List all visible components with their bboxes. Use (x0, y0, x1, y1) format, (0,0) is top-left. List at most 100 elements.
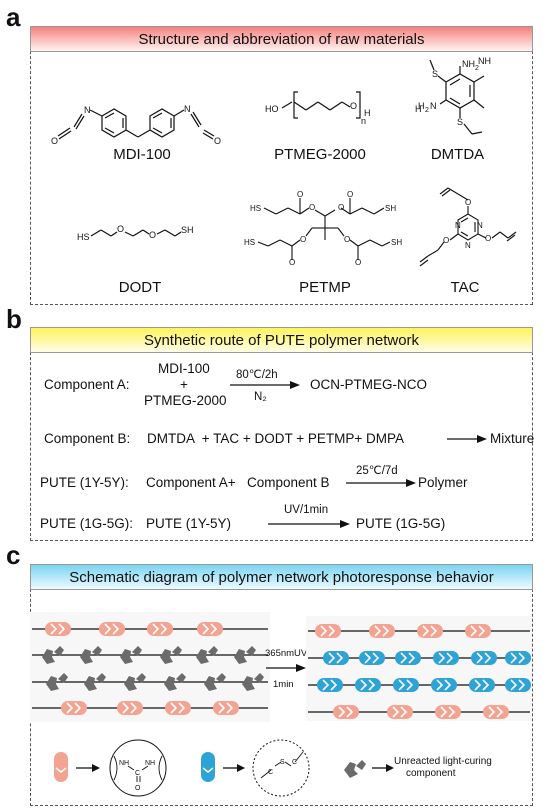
ptmeg-ho-text: HO (265, 104, 279, 114)
row-d-label: PUTE (1G-5G): (40, 516, 134, 531)
svg-text:H: H (415, 104, 422, 114)
row-c-label: PUTE (1Y-5Y): (40, 475, 129, 490)
blue-thioether-capsule (469, 678, 495, 692)
ptmeg-2000-structure: HO O n H (265, 91, 371, 126)
label-petmp: PETMP (299, 279, 351, 296)
blue-thioether-capsule (471, 651, 497, 665)
pink-urea-capsule (45, 622, 71, 636)
label-tac: TAC (450, 279, 480, 296)
svg-text:S: S (457, 117, 463, 127)
pink-urea-capsule (117, 701, 143, 715)
network-before-uv (30, 612, 270, 722)
row-c-arrow (346, 479, 416, 487)
legend-urea: NH NH C O (54, 739, 167, 797)
pink-urea-segments-row-4 (61, 701, 239, 715)
panel-a-letter: a (6, 2, 21, 32)
tac-n3: N (465, 241, 471, 250)
row-a-arrow (230, 381, 300, 389)
gray-unreacted-piece (242, 673, 264, 691)
dmtda-h2n-n: N (430, 101, 437, 111)
svg-text:O: O (297, 190, 303, 199)
legend-urea-nh-left: NH (119, 760, 129, 767)
pink-urea-segments-after-row-1 (315, 624, 491, 638)
row-d-condition: UV/1min (284, 504, 329, 516)
blue-thioether-segments-row-3 (317, 678, 531, 692)
gray-unreacted-piece (80, 646, 102, 664)
dmtda-nh2-top: NH (462, 59, 475, 69)
svg-text:O: O (485, 234, 491, 243)
ptmeg-n-text: n (361, 116, 366, 126)
svg-text:O: O (149, 230, 156, 240)
blue-thioether-segments-row-2 (323, 651, 531, 665)
tac-structure: OOO N N N (419, 187, 517, 267)
legend-blue-capsule (201, 752, 215, 782)
legend-unreacted-line1: Unreacted light-curing (394, 756, 492, 767)
gray-unreacted-row-2 (42, 646, 256, 664)
svg-text:O: O (344, 235, 350, 244)
blue-thioether-capsule (323, 651, 349, 665)
label-ptmeg-2000: PTMEG-2000 (274, 146, 366, 163)
gray-unreacted-piece (46, 673, 68, 691)
svg-text:O: O (300, 235, 306, 244)
pink-urea-capsule (165, 701, 191, 715)
svg-text:O: O (117, 224, 124, 234)
pink-urea-capsule (197, 622, 223, 636)
dmtda-structure: S S NH H NH 2 H 2 N (415, 56, 491, 135)
petmp-sh2: SH (385, 204, 396, 213)
pink-urea-capsule (483, 705, 509, 719)
blue-thioether-capsule (431, 678, 457, 692)
pink-urea-capsule (435, 705, 461, 719)
panel-c-banner: Schematic diagram of polymer network pho… (30, 564, 533, 590)
pink-urea-capsule (465, 624, 491, 638)
row-a-plus: + (180, 377, 188, 392)
row-d-arrow (268, 520, 350, 528)
uv-arrow-top-label: 365nmUV (265, 648, 308, 659)
row-c-product: Polymer (418, 475, 468, 490)
row-c-reactants: Component A+ Component B (146, 475, 330, 490)
svg-text:O: O (443, 236, 449, 245)
uv-arrow (266, 664, 306, 672)
ptmeg-o-text: O (350, 101, 357, 111)
petmp-sh4: SH (391, 238, 402, 247)
pink-urea-segments-row-1 (45, 622, 223, 636)
dodt-sh-left: HS (77, 232, 90, 242)
pink-urea-capsule (333, 705, 359, 719)
blue-thioether-capsule (359, 651, 385, 665)
pink-urea-segments-after-row-4 (333, 705, 509, 719)
legend-gray-hexagon-icon (344, 760, 366, 778)
gray-unreacted-piece (164, 673, 186, 691)
ptmeg-h-text: H (364, 108, 371, 118)
blue-thioether-capsule (395, 651, 421, 665)
legend-pink-capsule (54, 752, 68, 782)
row-a-product: OCN-PTMEG-NCO (310, 377, 427, 392)
svg-text:O: O (338, 203, 344, 212)
pink-urea-capsule (213, 701, 239, 715)
row-d-reactant: PUTE (1Y-5Y) (146, 516, 232, 531)
dodt-sh-right: SH (181, 225, 194, 235)
dmtda-h2n-h: H (418, 101, 425, 111)
gray-unreacted-piece (196, 646, 218, 664)
gray-unreacted-piece (42, 646, 64, 664)
panel-c-letter: c (6, 540, 21, 570)
petmp-sh3: HS (244, 238, 255, 247)
dodt-structure: O O HS SH (77, 224, 194, 242)
row-a-condition-bottom: N₂ (254, 391, 267, 403)
legend-thio-c-left: C (268, 769, 273, 776)
blue-thioether-capsule (505, 651, 531, 665)
panel-b-banner: Synthetic route of PUTE polymer network (30, 327, 533, 353)
legend-urea-c: C (135, 770, 140, 777)
legend-unreacted-text: Unreacted light-curing component (394, 756, 492, 780)
row-b-product: Mixture (490, 431, 535, 446)
row-c-condition: 25℃/7d (356, 465, 398, 477)
svg-text:N: N (184, 104, 191, 114)
svg-text:O: O (355, 258, 361, 265)
pink-urea-capsule (369, 624, 395, 638)
tac-n2: N (477, 221, 483, 230)
legend-urea-o: O (135, 785, 141, 792)
row-a-condition-top: 80℃/2h (236, 369, 278, 381)
legend-unreacted (344, 760, 394, 778)
blue-thioether-capsule (317, 678, 343, 692)
pink-urea-capsule (417, 624, 443, 638)
pink-urea-capsule (147, 622, 173, 636)
